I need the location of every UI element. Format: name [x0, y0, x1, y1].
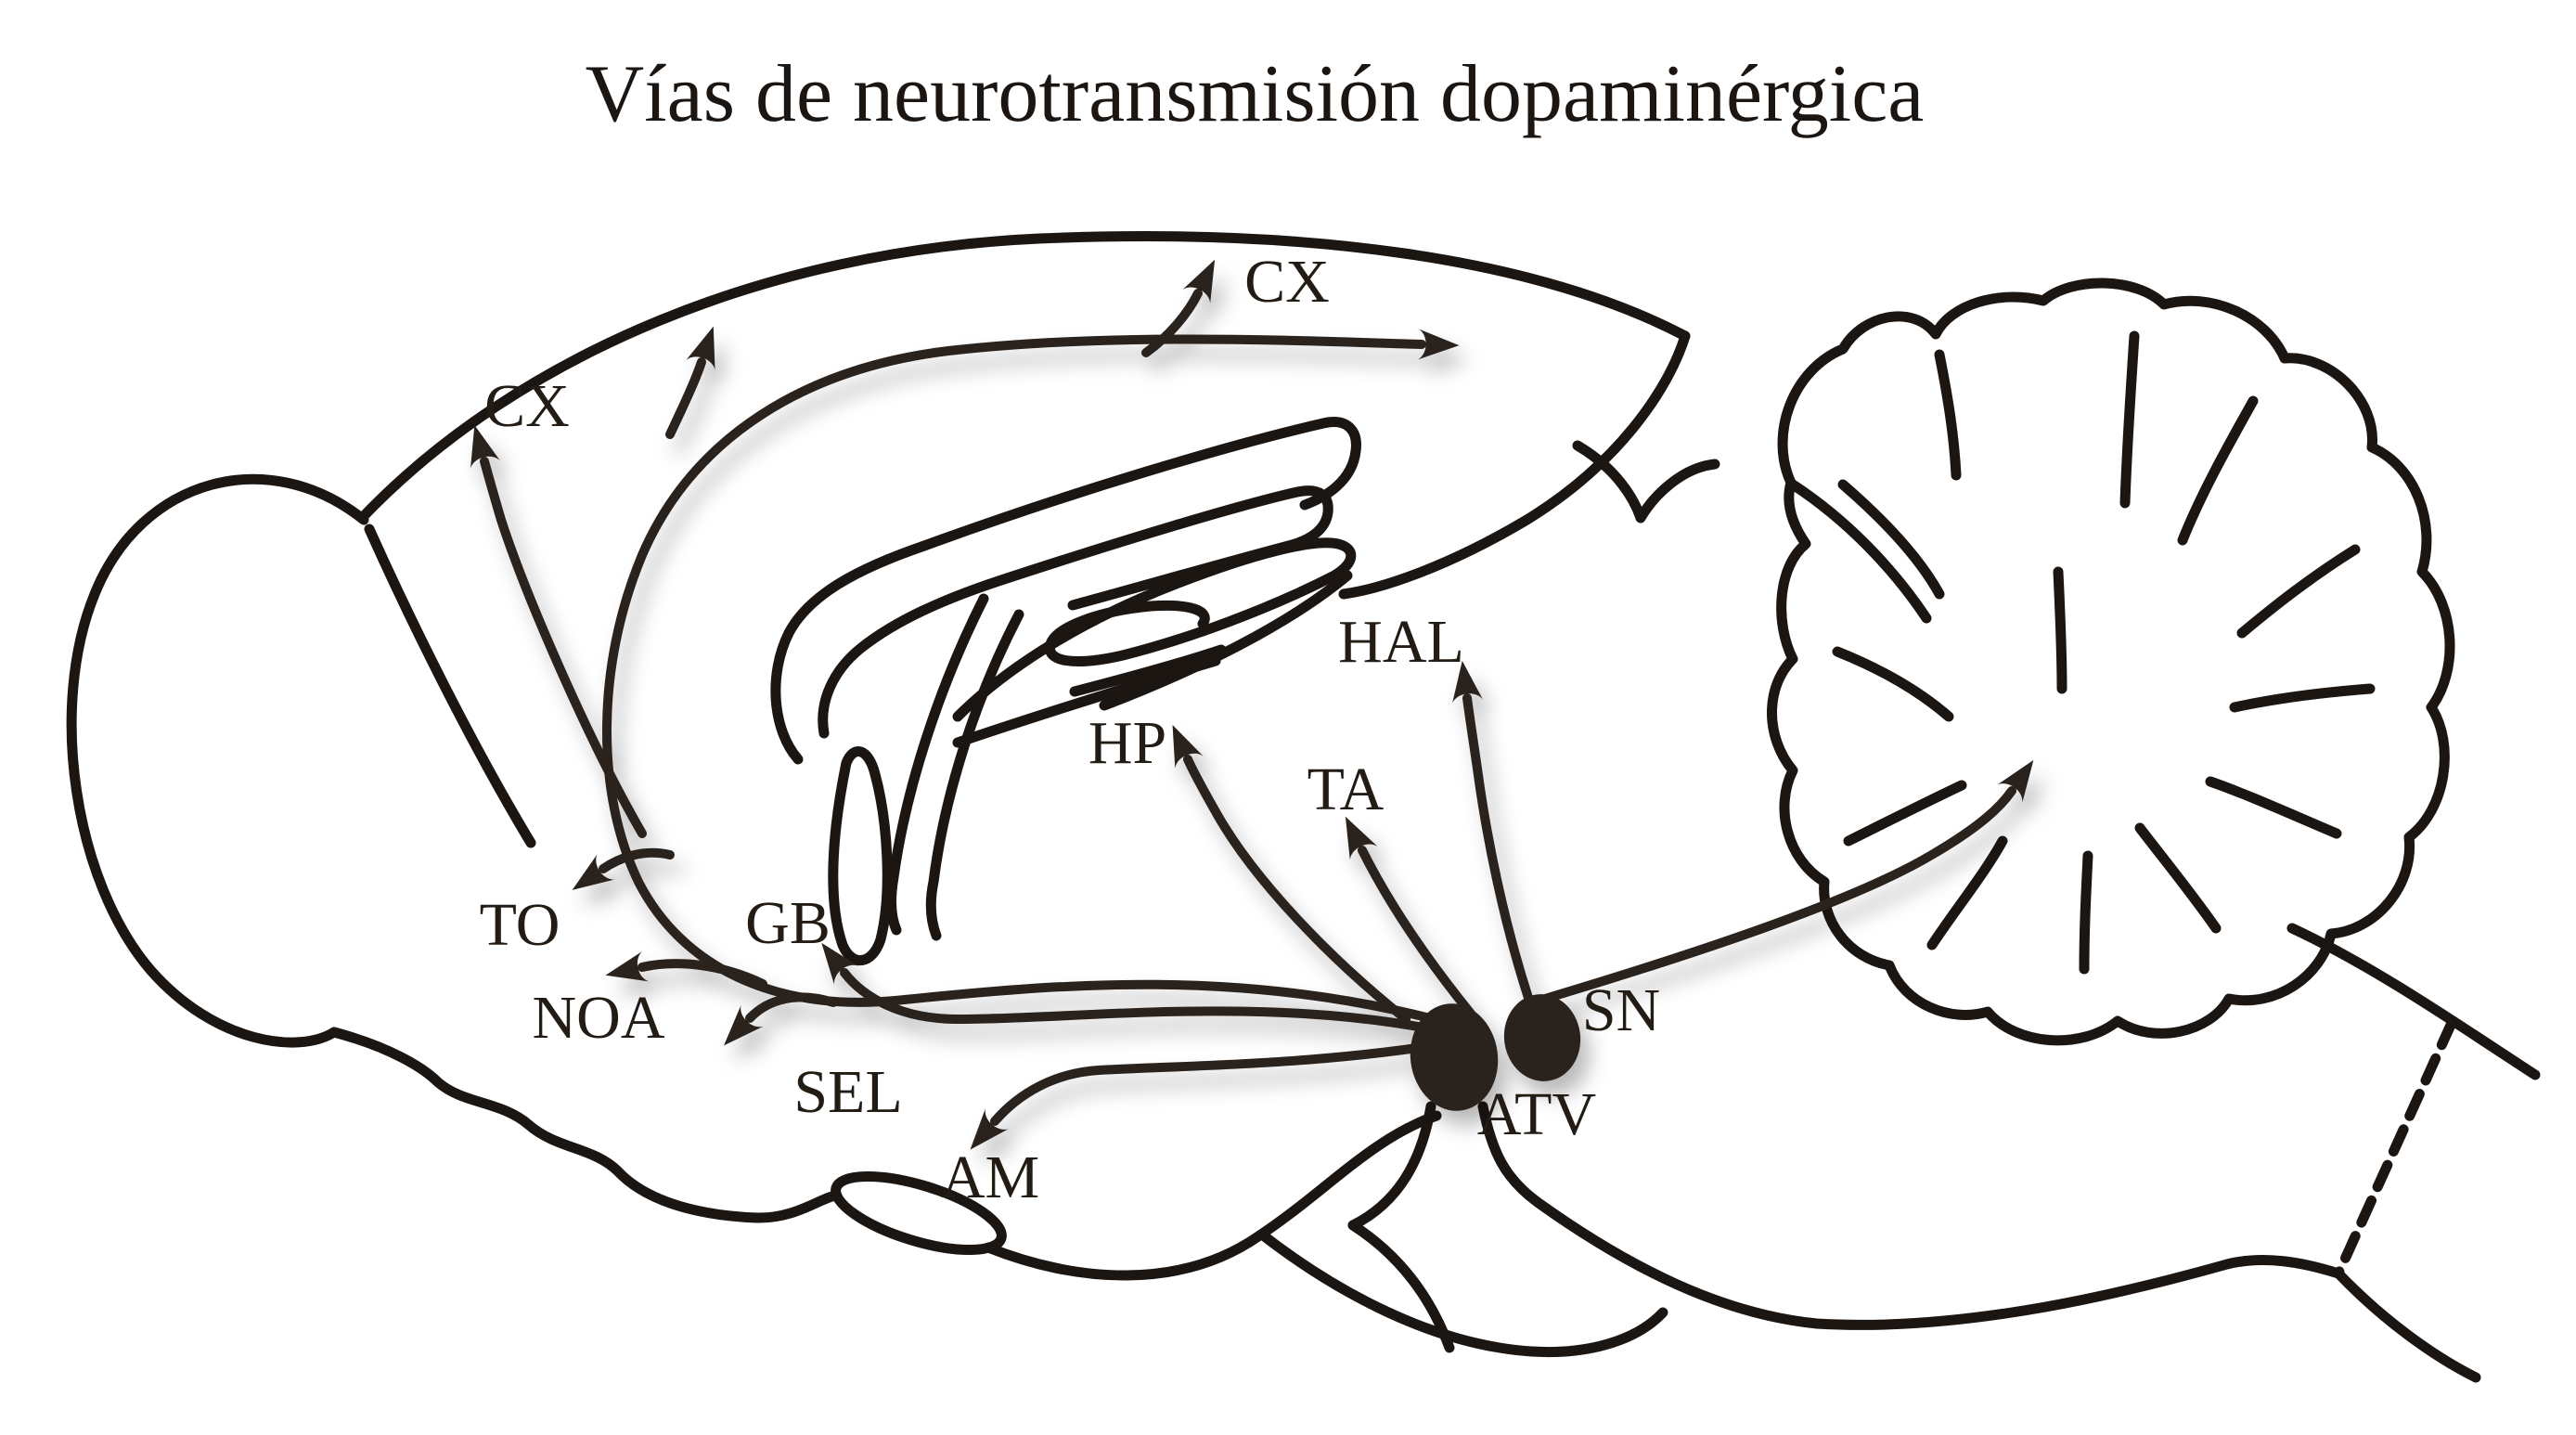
label-hp: HP [1088, 709, 1166, 777]
pathway-main-sweep-to-cx [602, 329, 1460, 1028]
region-labels: CX CX HAL HP TA TO NOA GB SEL AM SN ATV [480, 248, 1661, 1211]
cerebellum-folia [1787, 330, 2376, 975]
label-cx-left: CX [484, 372, 570, 440]
cerebellum-outline [1767, 278, 2455, 1046]
ventral-lower-lip [1256, 1229, 1668, 1358]
label-sn: SN [1582, 976, 1660, 1044]
label-noa: NOA [533, 984, 665, 1052]
hippocampus-diagonal [1099, 570, 1353, 711]
fornix-column-2 [925, 609, 1024, 941]
ventral-outline-mid [983, 1110, 1442, 1281]
pathway-to-TO [572, 847, 675, 890]
label-to: TO [480, 891, 560, 959]
pathway-to-HP [1172, 725, 1410, 1024]
pathway-to-HAL [1452, 660, 1534, 1005]
label-sel: SEL [793, 1058, 902, 1126]
nucleus-atv-dot [1410, 1003, 1499, 1111]
fornix-column-1 [886, 593, 989, 936]
ventral-outline-front [328, 1027, 841, 1223]
label-am: AM [941, 1144, 1039, 1211]
label-atv: ATV [1477, 1080, 1596, 1148]
label-hal: HAL [1338, 608, 1464, 676]
pathway-to-TA [1345, 816, 1475, 1018]
pathway-to-NOA [605, 951, 767, 989]
hippocampus-spiral [952, 537, 1357, 722]
corpus-callosum-outer [770, 417, 1361, 765]
pathway-arrows [470, 259, 2034, 1150]
spinal-cord-tail [2333, 1268, 2481, 1383]
pathway-to-SEL [724, 992, 838, 1046]
cortex-dorsal-outline [356, 231, 1691, 524]
pathway-branch-cx-left [470, 424, 647, 838]
label-ta: TA [1307, 756, 1385, 823]
nucleus-sn-dot [1503, 994, 1581, 1081]
stria-loop [828, 746, 893, 966]
pathway-to-GB [821, 942, 1443, 1035]
infundibulum-left [1347, 1101, 1436, 1231]
pathway-branch-cx-right [1141, 259, 1216, 357]
cortex-posterior-edge [1338, 330, 1691, 600]
label-cx-right: CX [1244, 248, 1330, 316]
label-gb: GB [745, 889, 831, 957]
pathway-to-AM [970, 1041, 1441, 1150]
hippocampus-inner-bar [1069, 644, 1227, 697]
cerebellum [1767, 278, 2455, 1046]
optic-chiasm [831, 1170, 1007, 1256]
pathway-to-cerebellum [1540, 759, 2034, 1003]
colliculus-wave [1572, 440, 1720, 524]
brain-outline [66, 231, 2541, 1383]
internal-structures [770, 417, 1361, 966]
frontal-pole-line [364, 524, 536, 848]
spinal-cord-dashed-boundary [2333, 1017, 2457, 1279]
pons-outline [1477, 1101, 2344, 1330]
pathway-branch-cx-mid [665, 326, 715, 439]
page-title: Vías de neurotransmisión dopaminérgica [586, 49, 1925, 139]
olfactory-bulb-outline [66, 473, 369, 1048]
